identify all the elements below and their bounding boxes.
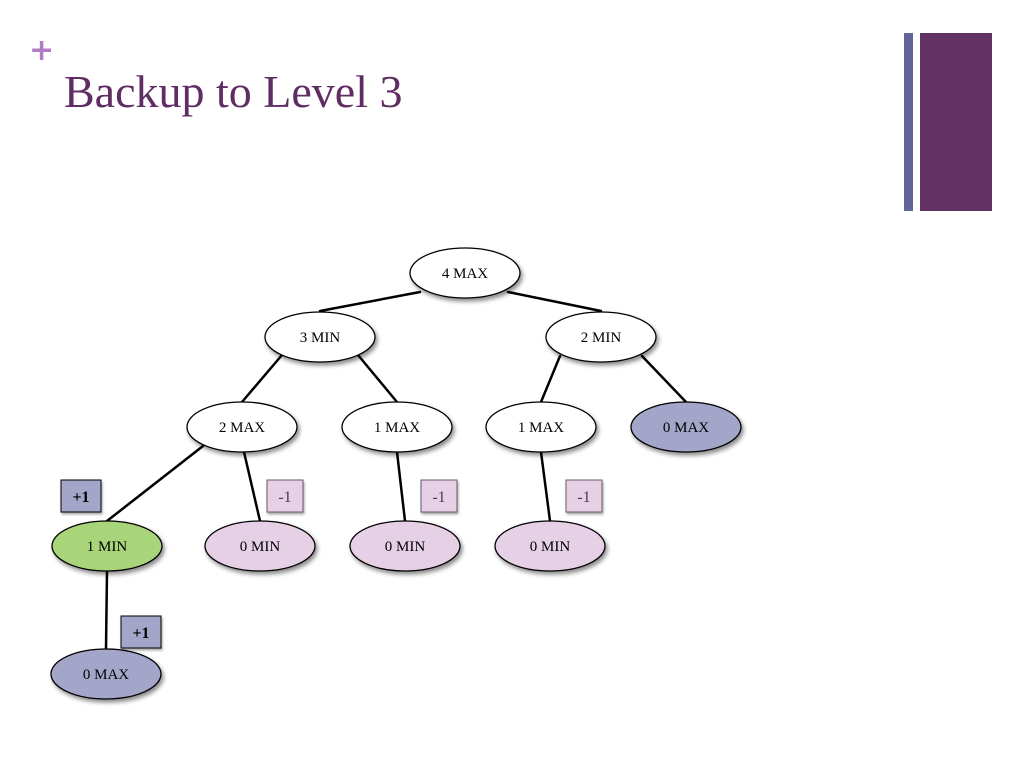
tree-node-label: 2 MIN (581, 330, 622, 346)
score-value: +1 (72, 489, 89, 506)
tree-edge-n1min-n0max_bottom (104, 569, 109, 651)
tree-node-shape (349, 520, 461, 572)
tree-node-label: 0 MIN (530, 539, 571, 555)
tree-edge-n1max_b-n0min_c (539, 450, 552, 523)
tree-node-shape (485, 401, 597, 453)
tree-node-label: 0 MAX (663, 420, 709, 436)
score-box-s_n0min_a: -1 (266, 479, 304, 513)
tree-node-label: 4 MAX (442, 266, 488, 282)
tree-node-label: 0 MIN (240, 539, 281, 555)
score-box-s_n1min: +1 (60, 479, 102, 513)
score-box-s_n0max_bottom: +1 (120, 615, 162, 649)
score-value: -1 (577, 489, 590, 506)
score-box-shape (565, 479, 603, 513)
tree-node-n1min: 1 MIN (51, 520, 163, 572)
tree-node-label: 1 MAX (374, 420, 420, 436)
tree-node-label: 1 MAX (518, 420, 564, 436)
tree-node-shape (186, 401, 298, 453)
tree-node-shape (264, 311, 376, 363)
tree-node-shape (409, 247, 521, 299)
tree-node-n0min_a: 0 MIN (204, 520, 316, 572)
score-box-s_n0min_c: -1 (565, 479, 603, 513)
tree-edge-n2max-n1min (105, 444, 205, 523)
score-box-shape (120, 615, 162, 649)
tree-node-shape (204, 520, 316, 572)
tree-node-shape (494, 520, 606, 572)
tree-nodes: 4 MAX 3 MIN 2 MIN 2 MAX 1 MAX 1 MAX 0 MAX 1 MIN… (50, 247, 742, 700)
tree-node-label: 1 MIN (87, 539, 128, 555)
tree-scores: +1 -1 -1 -1 +1 (60, 479, 603, 649)
tree-node-n3min: 3 MIN (264, 311, 376, 363)
score-box-shape (266, 479, 304, 513)
tree-edge-n2max-n0min_a (242, 450, 262, 523)
accent-bar-thick (920, 33, 992, 211)
tree-edge-n3min-n2max (240, 353, 284, 404)
score-box-s_n0min_b: -1 (420, 479, 458, 513)
accent-bar-thin (904, 33, 913, 211)
tree-node-root: 4 MAX (409, 247, 521, 299)
score-box-shape (420, 479, 458, 513)
tree-edge-n1max_a-n0min_b (395, 450, 407, 523)
tree-edge-n2min-n0max_right (640, 354, 688, 404)
tree-node-label: 2 MAX (219, 420, 265, 436)
tree-edge-n2min-n1max_b (539, 354, 562, 404)
tree-node-label: 0 MAX (83, 667, 129, 683)
tree-node-shape (630, 401, 742, 453)
slide-title: Backup to Level 3 (64, 66, 403, 117)
score-value: -1 (432, 489, 445, 506)
tree-node-n2min: 2 MIN (545, 311, 657, 363)
tree-node-n0max_bottom: 0 MAX (50, 648, 162, 700)
tree-node-shape (50, 648, 162, 700)
score-value: +1 (132, 625, 149, 642)
score-box-shape (60, 479, 102, 513)
tree-edge-root-n2min (506, 290, 603, 313)
tree-node-n0max_right: 0 MAX (630, 401, 742, 453)
score-value: -1 (278, 489, 291, 506)
tree-edge-n3min-n1max_a (356, 353, 399, 404)
tree-node-n1max_b: 1 MAX (485, 401, 597, 453)
slide-bullet-plus: + (29, 33, 55, 68)
tree-edge-root-n3min (318, 290, 422, 313)
tree-node-n2max: 2 MAX (186, 401, 298, 453)
tree-node-label: 0 MIN (385, 539, 426, 555)
tree-node-shape (341, 401, 453, 453)
tree-node-shape (51, 520, 163, 572)
tree-node-n1max_a: 1 MAX (341, 401, 453, 453)
tree-node-n0min_b: 0 MIN (349, 520, 461, 572)
tree-node-shape (545, 311, 657, 363)
tree-node-n0min_c: 0 MIN (494, 520, 606, 572)
tree-edges (104, 290, 688, 651)
tree-node-label: 3 MIN (300, 330, 341, 346)
